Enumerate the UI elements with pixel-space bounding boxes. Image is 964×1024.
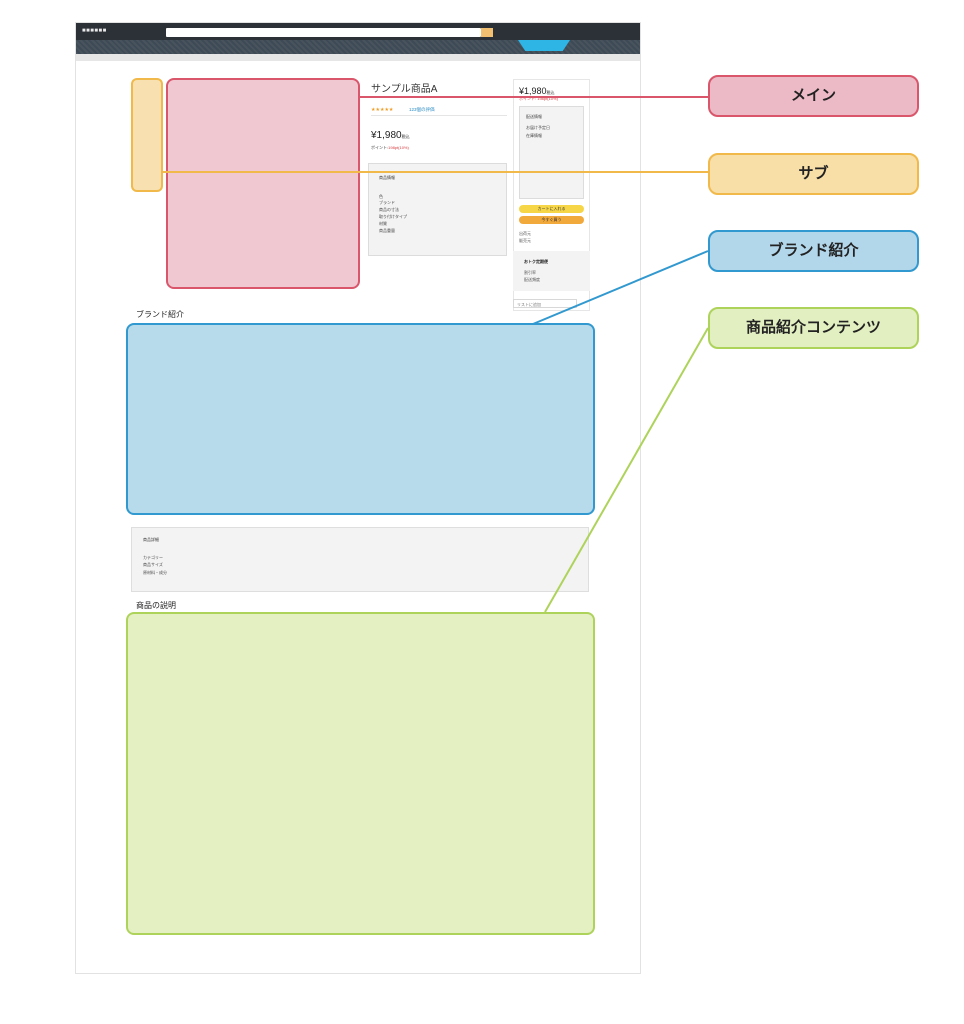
brand-heading: ブランド紹介 bbox=[136, 310, 184, 319]
seller-row: 販売元 bbox=[519, 238, 531, 243]
product-points: ポイント:198pt(10%) bbox=[371, 145, 409, 151]
subscription-row: 配送頻度 bbox=[524, 277, 540, 282]
nav-tab-highlight[interactable] bbox=[518, 40, 570, 51]
info-row: カテゴリー bbox=[143, 555, 163, 560]
details-row: ブランド bbox=[379, 200, 395, 205]
details-row: 材質 bbox=[379, 221, 387, 226]
points-label: ポイント: bbox=[371, 145, 389, 150]
description-heading: 商品の説明 bbox=[136, 601, 176, 610]
rating-stars: ★★★★★ bbox=[371, 107, 394, 113]
shipping-row: お届け予定日 bbox=[526, 125, 550, 130]
search-button[interactable] bbox=[481, 28, 493, 37]
product-title: サンプル商品A bbox=[371, 84, 438, 95]
product-info-box bbox=[131, 527, 589, 592]
site-logo[interactable]: ■■■■■■ bbox=[82, 28, 107, 34]
callout-sub-label: サブ bbox=[708, 153, 919, 195]
nav-divider-band bbox=[76, 54, 640, 61]
details-row: 商品重量 bbox=[379, 228, 395, 233]
buy-now-button[interactable]: 今すぐ買う bbox=[519, 216, 584, 224]
details-row: 色 bbox=[379, 194, 383, 199]
product-details-box bbox=[368, 163, 507, 256]
shipping-info-box bbox=[519, 106, 584, 199]
shipping-row: 配送情報 bbox=[526, 114, 542, 119]
add-to-list-select[interactable]: リストに追加 bbox=[513, 299, 577, 308]
price-value: ¥1,980 bbox=[371, 130, 402, 141]
details-row: 取り付けタイプ bbox=[379, 214, 407, 219]
callout-brand-label: ブランド紹介 bbox=[708, 230, 919, 272]
product-content-area bbox=[126, 612, 595, 935]
price-tax: 税込 bbox=[401, 134, 410, 139]
seller-row: 出荷元 bbox=[519, 231, 531, 236]
callout-main-label: メイン bbox=[708, 75, 919, 117]
search-input[interactable] bbox=[166, 28, 481, 37]
buybox-price-value: ¥1,980 bbox=[519, 86, 547, 96]
callout-content-label: 商品紹介コンテンツ bbox=[708, 307, 919, 349]
buybox-price-tax: 税込 bbox=[546, 90, 555, 95]
info-row: 商品サイズ bbox=[143, 562, 163, 567]
subscription-row: 割引率 bbox=[524, 270, 536, 275]
add-to-cart-button[interactable]: カートに入れる bbox=[519, 205, 584, 213]
product-price: ¥1,980税込 bbox=[371, 130, 410, 141]
shipping-row: 在庫情報 bbox=[526, 133, 542, 138]
brand-intro-area bbox=[126, 323, 595, 515]
subscription-heading: おトク定期便 bbox=[524, 259, 548, 264]
details-heading: 商品情報 bbox=[379, 175, 395, 180]
divider bbox=[371, 115, 507, 116]
buybox-price: ¥1,980税込 bbox=[519, 86, 555, 96]
sub-image-area[interactable] bbox=[131, 78, 163, 192]
points-value: 198pt(10%) bbox=[388, 145, 409, 150]
sub-nav-bar bbox=[76, 40, 640, 54]
info-heading: 商品詳細 bbox=[143, 537, 159, 542]
main-image-area[interactable] bbox=[166, 78, 360, 289]
details-row: 商品の寸法 bbox=[379, 207, 399, 212]
reviews-link[interactable]: 123個の評価 bbox=[409, 107, 435, 112]
buybox-points: ポイント: 198pt(10%) bbox=[519, 96, 558, 101]
info-row: 原材料・成分 bbox=[143, 570, 167, 575]
